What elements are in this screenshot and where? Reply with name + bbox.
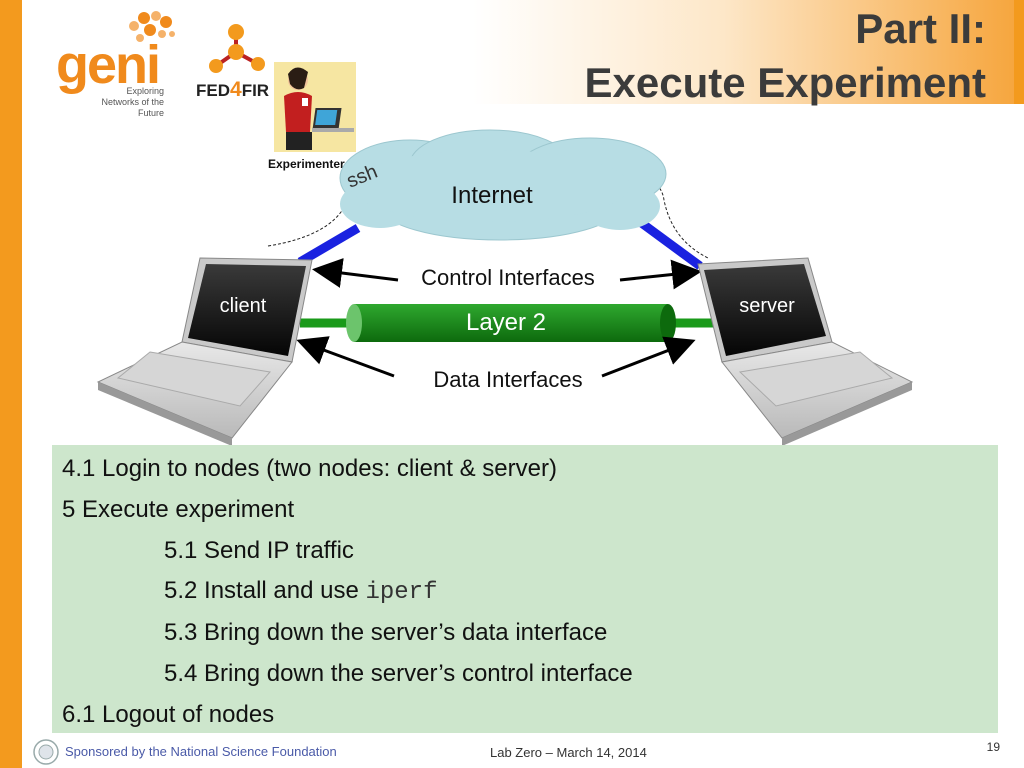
data-interfaces-label: Data Interfaces	[433, 367, 582, 392]
data-arrow-left	[296, 336, 395, 378]
geni-logo: geni Exploring Networks of the Future	[56, 8, 186, 118]
internet-cloud	[339, 129, 667, 241]
steps-panel	[52, 445, 998, 733]
experimenter-label: Experimenter	[268, 157, 345, 171]
fed4fire-molecule-icon	[209, 24, 265, 73]
client-laptop-icon	[96, 257, 313, 445]
layer2-label: Layer 2	[466, 309, 546, 336]
header-band	[22, 0, 1024, 104]
page-title: Part II: Execute Experiment	[584, 2, 986, 110]
server-laptop-icon	[697, 257, 914, 445]
step-iperf: 5.2 Install and use iperf	[164, 577, 438, 606]
step-logout: 6.1 Logout of nodes	[62, 701, 275, 728]
experimenter-illustration	[274, 62, 356, 152]
geni-tagline: Exploring Networks of the Future	[101, 86, 164, 118]
left-accent-bar	[0, 0, 22, 768]
client-label: client	[220, 295, 267, 317]
client-control-link	[297, 224, 361, 266]
step-control-down: 5.4 Bring down the server’s control inte…	[164, 660, 633, 687]
control-arrow-left	[312, 258, 399, 288]
ssh-path	[267, 157, 709, 259]
title-line-2: Execute Experiment	[584, 59, 986, 106]
fed4fire-wordmark: FED4FIR	[196, 78, 270, 101]
network-diagram: Internet ssh Layer 2 Control Interfaces …	[96, 129, 914, 445]
step-send-ip: 5.1 Send IP traffic	[164, 537, 354, 564]
nsf-seal-icon	[33, 739, 59, 765]
server-label: server	[739, 295, 795, 317]
iperf-code: iperf	[365, 579, 438, 606]
header-right-bar	[1014, 0, 1024, 104]
step-login: 4.1 Login to nodes (two nodes: client & …	[62, 455, 557, 482]
data-arrow-right	[601, 336, 696, 378]
page-number: 19	[986, 740, 1000, 754]
geni-wordmark: geni	[56, 35, 161, 95]
step-execute: 5 Execute experiment	[62, 496, 295, 523]
title-line-1: Part II:	[855, 5, 986, 52]
geni-dots-icon	[129, 11, 175, 42]
internet-label: Internet	[451, 182, 533, 209]
footer-lab-date: Lab Zero – March 14, 2014	[490, 745, 647, 760]
step-data-down: 5.3 Bring down the server’s data interfa…	[164, 619, 608, 646]
footer-sponsor: Sponsored by the National Science Founda…	[65, 744, 337, 759]
control-arrow-right	[619, 259, 702, 290]
layer2-pipe	[346, 304, 676, 342]
control-interfaces-label: Control Interfaces	[421, 265, 595, 290]
